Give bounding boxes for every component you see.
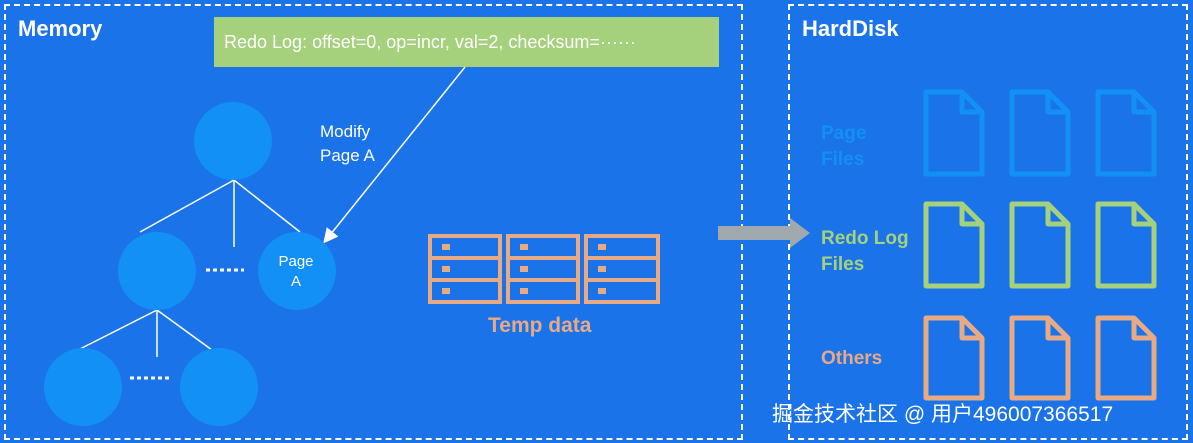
other-file-icons bbox=[923, 315, 1157, 401]
watermark: 掘金技术社区 @ 用户496007366517 bbox=[772, 403, 1114, 426]
redo-log-file-icons bbox=[923, 201, 1157, 289]
tree-root-node bbox=[194, 102, 272, 180]
redo-log-banner: Redo Log: offset=0, op=incr, val=2, chec… bbox=[214, 17, 719, 67]
temp-data-icon bbox=[428, 234, 660, 304]
tree-edge bbox=[233, 179, 301, 233]
page-a-label: Page A bbox=[278, 253, 314, 290]
modify-page-label: Modify Page A bbox=[320, 122, 375, 165]
tree-page-a-node bbox=[258, 232, 336, 310]
redo-log-files-label: Redo Log Files bbox=[821, 228, 909, 275]
harddisk-title: HardDisk bbox=[802, 16, 899, 41]
tree-leaf-node bbox=[44, 348, 122, 426]
memory-title: Memory bbox=[18, 16, 103, 41]
temp-data-label: Temp data bbox=[488, 314, 592, 337]
memory-region: Memory bbox=[4, 4, 743, 440]
tree-edge bbox=[139, 179, 235, 233]
temp-data-leds bbox=[442, 244, 606, 294]
flush-arrow bbox=[718, 218, 810, 248]
tree-left-node bbox=[118, 232, 196, 310]
tree-edge bbox=[77, 309, 158, 351]
tree-leaf-node bbox=[180, 348, 258, 426]
modify-arrow bbox=[323, 66, 466, 244]
others-label: Others bbox=[821, 348, 883, 369]
harddisk-region: HardDisk bbox=[788, 4, 1188, 440]
page-file-icons bbox=[923, 89, 1157, 177]
tree-edge bbox=[156, 309, 213, 351]
page-files-label: Page Files bbox=[821, 123, 867, 170]
